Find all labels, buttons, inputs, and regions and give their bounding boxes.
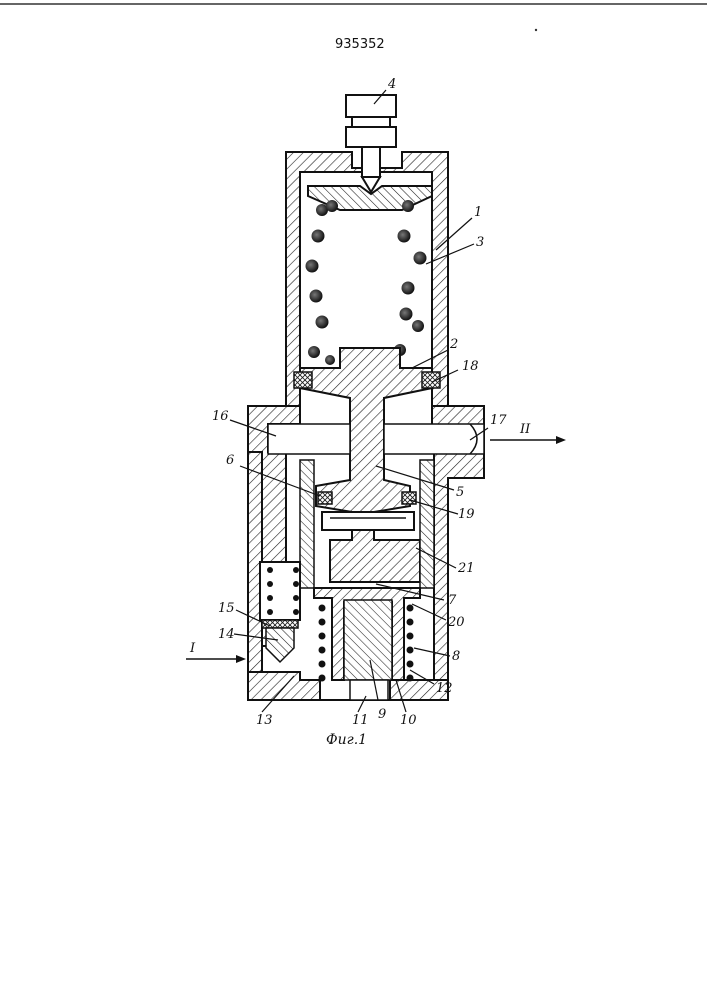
valve-cup (322, 512, 414, 530)
callout-15: 15 (218, 601, 235, 616)
callout-17: 17 (490, 413, 507, 428)
callout-18: 18 (462, 359, 479, 374)
callout-16: 16 (212, 409, 229, 424)
figure-caption: Фиг.1 (326, 732, 367, 748)
callout-20: 20 (447, 615, 465, 630)
callout-5: 5 (456, 485, 464, 500)
flow-label-inlet: I (189, 641, 196, 656)
callout-12: 12 (436, 681, 453, 696)
document-number: 935352 (335, 37, 385, 52)
callout-6: 6 (226, 453, 234, 468)
inlet-arrow (186, 655, 246, 663)
callout-3: 3 (476, 235, 484, 250)
callout-7: 7 (448, 593, 457, 608)
main-spring (306, 200, 427, 365)
callout-10: 10 (400, 713, 417, 728)
callout-4: 4 (387, 77, 396, 92)
callout-13: 13 (256, 713, 273, 728)
piston-assembly (300, 348, 432, 582)
callout-11: 11 (352, 713, 369, 728)
check-valve (260, 562, 300, 662)
callout-1: 1 (474, 205, 482, 220)
outlet-arrow (490, 436, 566, 444)
callout-14: 14 (218, 627, 235, 642)
callout-8: 8 (452, 649, 460, 664)
callout-21: 21 (457, 561, 475, 576)
callout-19: 19 (458, 507, 475, 522)
callout-9: 9 (378, 707, 386, 722)
flow-label-outlet: II (519, 422, 531, 437)
adjusting-screw (346, 95, 396, 192)
callout-2: 2 (449, 337, 458, 352)
